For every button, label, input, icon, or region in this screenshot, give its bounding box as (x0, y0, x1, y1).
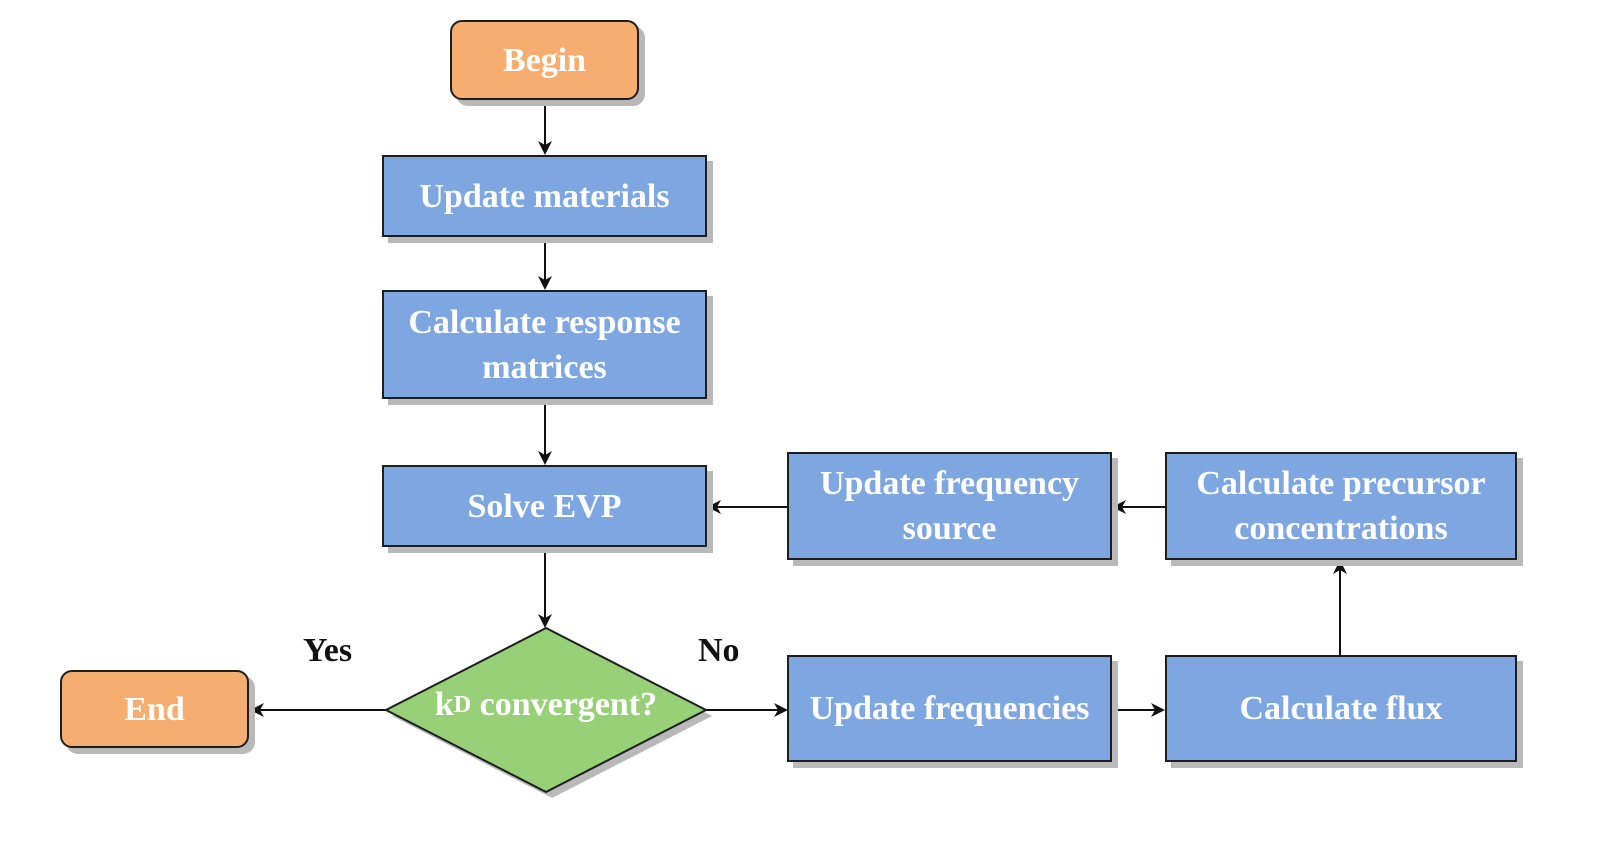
update-frequency-source-label-line-2: source (902, 510, 997, 547)
update-frequencies-label: Update frequencies (809, 690, 1090, 727)
begin-node: Begin (450, 20, 639, 100)
calculate-precursor-label-line-1: Calculate precursor (1196, 465, 1486, 502)
end-node: End (60, 670, 249, 748)
update-materials-node: Update materials (382, 155, 707, 237)
solve-evp-node: Solve EVP (382, 465, 707, 547)
decision-k: k (434, 686, 454, 723)
yes-edge-label: Yes (303, 632, 353, 669)
decision-subscript: D (453, 691, 472, 718)
decision-diamond (383, 626, 709, 794)
calculate-flux-label: Calculate flux (1239, 690, 1443, 727)
begin-label: Begin (502, 41, 587, 79)
end-label: End (124, 690, 185, 728)
update-materials-label: Update materials (419, 177, 670, 215)
calculate-response-node: Calculate response matrices (382, 290, 707, 399)
calculate-response-label-line-2: matrices (482, 348, 607, 386)
calculate-flux-node: Calculate flux (1165, 655, 1517, 762)
decision-text: convergent? (471, 686, 658, 723)
calculate-precursor-label-line-2: concentrations (1234, 510, 1448, 547)
no-edge-label: No (698, 632, 740, 669)
calculate-precursor-node: Calculate precursor concentrations (1165, 452, 1517, 560)
update-frequency-source-node: Update frequency source (787, 452, 1112, 560)
calculate-response-label-line-1: Calculate response (408, 303, 681, 341)
update-frequency-source-label-line-1: Update frequency (819, 465, 1080, 502)
update-frequencies-node: Update frequencies (787, 655, 1112, 762)
solve-evp-label: Solve EVP (467, 487, 622, 525)
